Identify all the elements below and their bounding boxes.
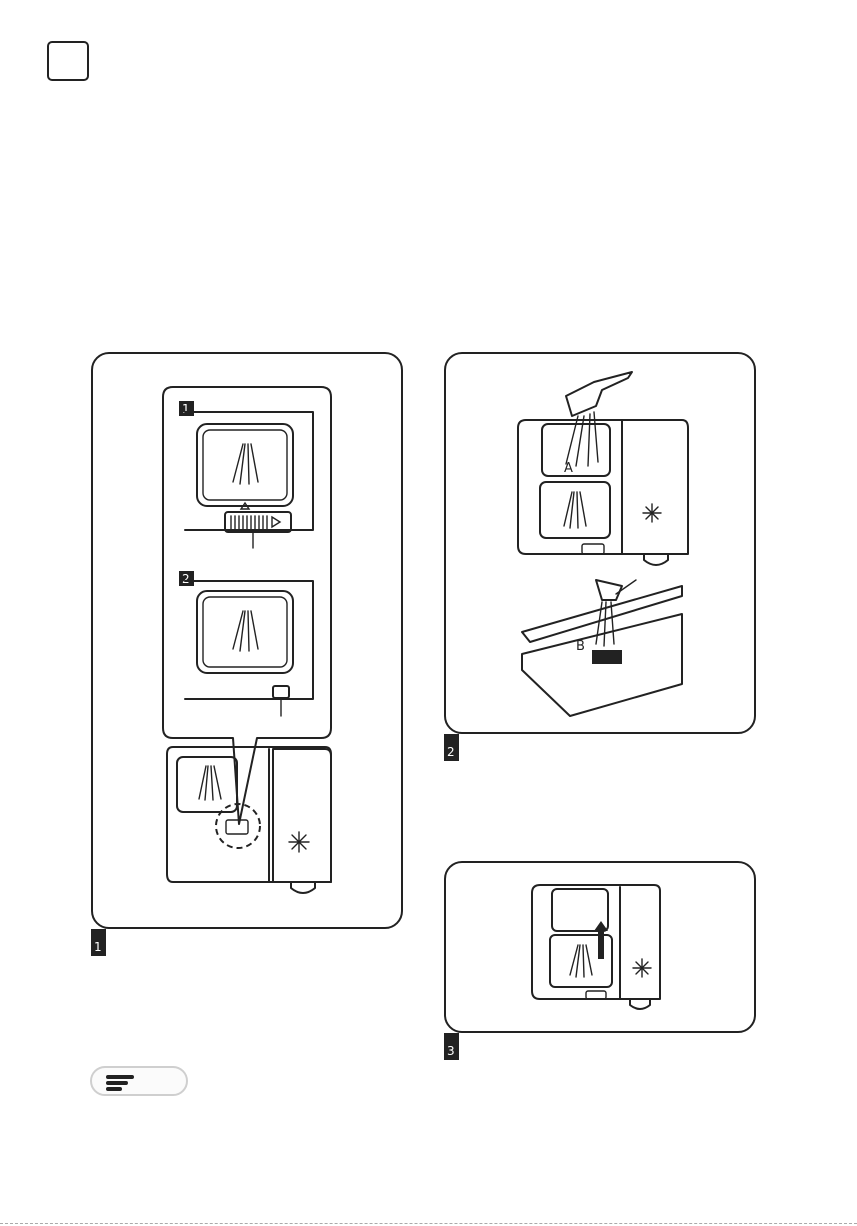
note-line-1 (106, 1075, 134, 1079)
figure-3-tab: 3 (444, 1033, 459, 1060)
figure-2-number: 2 (447, 746, 455, 758)
water-drops-icon (570, 945, 592, 977)
note-icon (90, 1066, 188, 1096)
detergent-compartment (542, 424, 610, 476)
door-inner-panel (522, 614, 682, 716)
prewash-compartment (592, 650, 622, 664)
dispenser-window (540, 482, 610, 538)
label-a: A (564, 461, 573, 476)
figure-3-illustration (446, 863, 756, 1033)
detergent-window-top-inner (203, 430, 287, 500)
figure-3-panel (444, 861, 756, 1033)
page-bottom-rule (0, 1223, 857, 1224)
rinse-aid-cap (630, 999, 650, 1009)
rinse-aid-compartment (273, 749, 331, 893)
triangle-right-icon (272, 517, 280, 527)
page-marker-box (47, 41, 89, 81)
water-drops-icon (564, 492, 586, 528)
scoop-handle (616, 580, 636, 594)
dosage-scale (231, 516, 267, 529)
arrow-up-icon (594, 921, 608, 959)
label-b: B (576, 639, 585, 654)
figure-1-tab: 1 (91, 929, 106, 956)
step-badge-2-label: 2 (182, 572, 190, 586)
detergent-window-top (197, 424, 293, 506)
sparkle-icon (289, 832, 309, 852)
detergent-window-bottom (197, 591, 293, 673)
note-line-3 (106, 1087, 122, 1091)
note-line-2 (106, 1081, 128, 1085)
figure-2-tab: 2 (444, 734, 459, 761)
figure-1-illustration: 1 2 (93, 354, 403, 929)
figure-1-number: 1 (94, 941, 102, 953)
water-drops-icon (233, 444, 258, 484)
dispenser-catch[interactable] (582, 544, 604, 554)
powder-stream-b (596, 602, 614, 646)
dispenser-catch[interactable] (226, 820, 248, 834)
water-drops-icon (233, 611, 258, 651)
zoom-callout (163, 387, 331, 824)
dispenser-body (167, 747, 331, 882)
figure-2-illustration: A B (446, 354, 756, 734)
rinse-aid-cap (644, 554, 668, 565)
figure-3-number: 3 (447, 1045, 455, 1057)
release-button[interactable] (273, 686, 289, 698)
open-dispenser-body (518, 420, 688, 554)
sparkle-icon (633, 959, 651, 977)
detergent-scoop (566, 372, 632, 416)
detergent-scoop-b (596, 580, 622, 600)
sparkle-icon (643, 504, 661, 522)
step-badge-1-label: 1 (182, 402, 190, 416)
figure-2-panel: A B (444, 352, 756, 734)
detergent-window-bottom-inner (203, 597, 287, 667)
dispenser-catch[interactable] (586, 991, 606, 999)
figure-1-panel: 1 2 (91, 352, 403, 929)
water-drops-icon (199, 766, 221, 800)
